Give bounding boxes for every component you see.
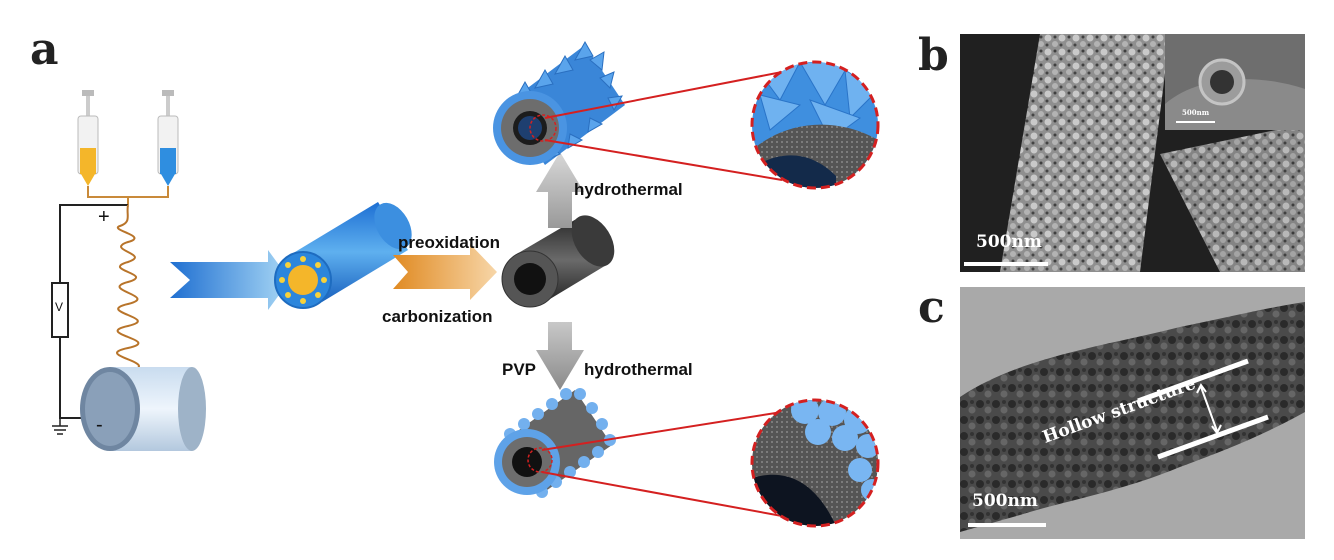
minus-terminal: -: [96, 414, 103, 436]
voltage-label: V: [55, 300, 64, 314]
nanoflower-fiber-bottom: [494, 388, 616, 498]
nanosheet-fiber-top: [493, 40, 625, 165]
carbon-nanotube: [501, 215, 615, 308]
syringe-blue: [157, 90, 179, 186]
label-pvp: PVP: [502, 360, 537, 379]
label-carbonization: carbonization: [382, 307, 493, 326]
arrow-down-pvp: [536, 322, 584, 390]
schematic-diagram: [51, 40, 880, 528]
label-hydrothermal-bottom: hydrothermal: [584, 360, 693, 379]
voltage-source: [51, 282, 69, 338]
sem-image: 500nm 500nm: [960, 34, 1305, 272]
collector-drum: [80, 367, 206, 451]
ground-icon: [52, 418, 68, 435]
label-hydrothermal-top: hydrothermal: [574, 180, 683, 199]
tem-scale-label: 500nm: [972, 491, 1038, 511]
sem-inset-scale-label: 500nm: [1182, 108, 1210, 117]
label-preoxidation: preoxidation: [398, 233, 501, 252]
tem-image: Hollow structure 500nm: [960, 287, 1305, 539]
zoom-lines-top: [544, 71, 783, 181]
zoom-lines-bottom: [541, 411, 783, 517]
zoom-circle-top: [750, 60, 880, 190]
arrow-up-hydrothermal: [536, 152, 584, 228]
zoom-circle-bottom: [750, 398, 880, 528]
panel-label-c: c: [918, 282, 945, 333]
jet-spiral: [116, 204, 140, 373]
coaxial-fiber: [274, 202, 412, 309]
panel-label-a: a: [30, 24, 59, 75]
syringe-orange: [77, 90, 99, 186]
plus-terminal: +: [98, 206, 110, 228]
feed-line: [87, 186, 169, 205]
panel-label-b: b: [918, 30, 949, 81]
process-arrow-blue: [170, 250, 290, 310]
process-arrow-orange: [393, 244, 497, 300]
sem-scale-label: 500nm: [976, 232, 1042, 252]
